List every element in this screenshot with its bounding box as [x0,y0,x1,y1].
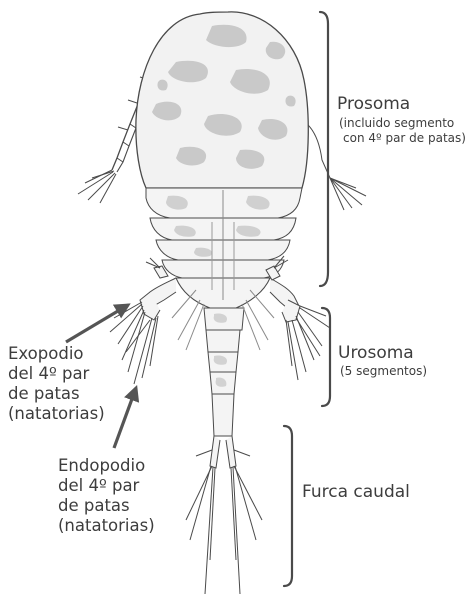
bracket-prosoma [320,12,328,286]
exopodio-line3: de patas [8,384,80,404]
exopodio-line1: Exopodio [8,344,84,364]
endopodio-line3: de patas [58,496,130,516]
endopodio-line1: Endopodio [58,456,145,476]
leg-right [266,256,330,380]
prosoma-note-line1: (incluido segmento [339,116,454,130]
leg-left [110,258,176,384]
furca-label: Furca caudal [302,482,410,503]
endopodio-line2: del 4º par [58,476,139,496]
urosoma-label: Urosoma [338,343,414,364]
exopodio-line4: (natatorias) [8,404,105,424]
arrow-endopodio [114,388,136,448]
endopodio-line4: (natatorias) [58,516,155,536]
furca [186,436,262,594]
urosoma-note: (5 segmentos) [340,364,427,378]
bracket-urosoma [322,308,330,406]
exopodio-line2: del 4º par [8,364,89,384]
urosome [204,308,244,436]
bracket-furca [284,426,292,586]
prosoma-note-line2: con 4º par de patas) [343,131,466,145]
arrow-exopodio [66,305,128,342]
prosoma-label: Prosoma [337,94,410,115]
